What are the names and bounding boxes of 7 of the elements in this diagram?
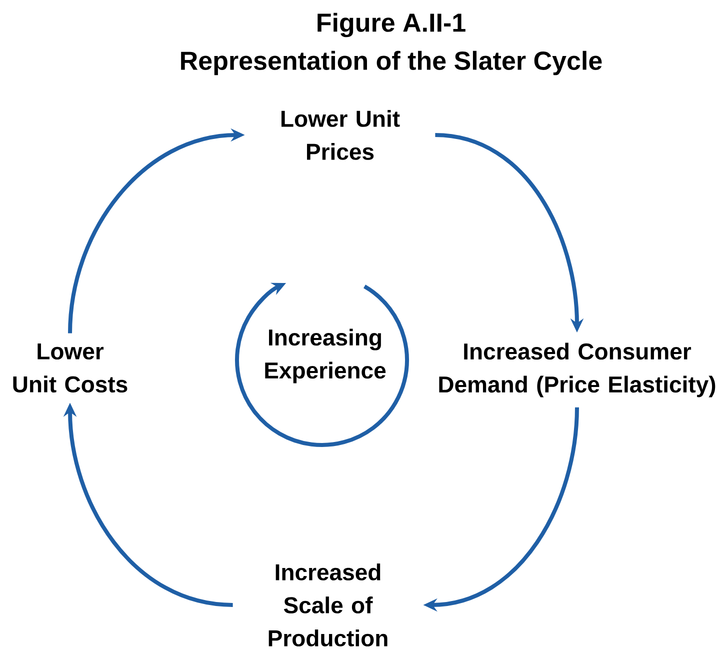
- cycle-stage-label: Lower Unit Prices: [282, 110, 400, 160]
- figure-title: Figure A.II-1: [318, 12, 466, 38]
- cycle-stage-label: Lower Unit Costs: [13, 343, 128, 392]
- figure-caption: Representation of the Slater Cycle: [181, 50, 602, 76]
- cycle-stage-label: Increased Consumer Demand (Price Elasticity): [439, 342, 716, 398]
- cycle-stage-label: Increasing Experience: [265, 328, 386, 384]
- cycle-stage-label: Increased Scale of Production: [268, 564, 388, 646]
